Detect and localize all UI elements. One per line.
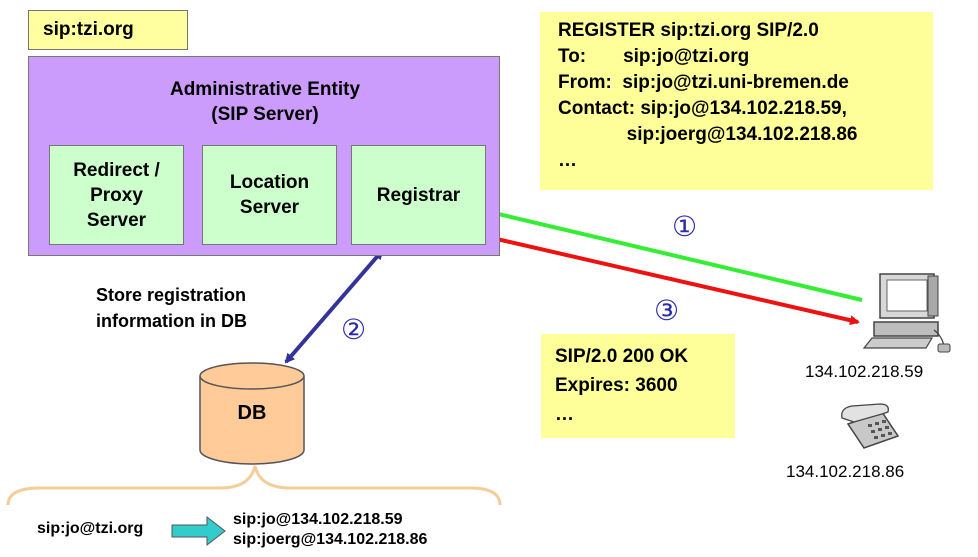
location-line1: Location bbox=[229, 172, 310, 193]
location-line2: Server bbox=[239, 197, 300, 218]
admin-title-line2: (SIP Server) bbox=[211, 104, 319, 125]
administrative-entity: Administrative Entity (SIP Server) Redir… bbox=[28, 56, 500, 256]
store-note-line2: information in DB bbox=[96, 311, 247, 331]
register-line: To: sip:jo@tzi.org bbox=[558, 46, 750, 67]
proxy-line3: Server bbox=[86, 209, 147, 231]
mapping-source: sip:jo@tzi.org bbox=[37, 520, 144, 537]
ok-line: … bbox=[555, 404, 574, 425]
db-label: DB bbox=[237, 402, 267, 424]
phone-ip: 134.102.218.86 bbox=[786, 462, 905, 481]
proxy-line1: Redirect / bbox=[73, 159, 160, 181]
mapping-target: sip:jo@134.102.218.59 bbox=[233, 511, 403, 528]
step-3-marker: ③ bbox=[654, 295, 680, 326]
computer-ip: 134.102.218.59 bbox=[805, 362, 924, 381]
domain-label: sip:tzi.org bbox=[28, 10, 188, 50]
mapping-brace bbox=[6, 465, 502, 506]
mapping-targets: sip:jo@134.102.218.59 sip:joerg@134.102.… bbox=[233, 510, 427, 550]
ok-line: SIP/2.0 200 OK bbox=[555, 346, 689, 367]
registrar-box: Registrar bbox=[351, 145, 486, 245]
ok-message: SIP/2.0 200 OK Expires: 3600 … bbox=[541, 334, 735, 438]
register-line: REGISTER sip:tzi.org SIP/2.0 bbox=[558, 20, 819, 41]
mapping-arrow bbox=[171, 515, 226, 547]
location-server-box: Location Server bbox=[202, 145, 337, 245]
mapping-target: sip:joerg@134.102.218.86 bbox=[233, 531, 428, 548]
register-line: … bbox=[558, 150, 577, 171]
ok-line: Expires: 3600 bbox=[555, 375, 678, 396]
step-1-marker: ① bbox=[672, 211, 698, 242]
computer-icon bbox=[862, 273, 951, 353]
response-arrow bbox=[487, 235, 860, 326]
database-icon bbox=[199, 362, 305, 465]
store-note-line1: Store registration bbox=[96, 285, 247, 305]
store-note: Store registration information in DB bbox=[96, 282, 247, 334]
proxy-line2: Proxy bbox=[90, 184, 143, 206]
register-message: REGISTER sip:tzi.org SIP/2.0 To: sip:jo@… bbox=[540, 12, 933, 190]
db-arrow bbox=[284, 249, 384, 364]
register-line: From: sip:jo@tzi.uni-bremen.de bbox=[558, 72, 849, 93]
register-line: Contact: sip:jo@134.102.218.59, bbox=[558, 98, 847, 119]
step-2-marker: ② bbox=[341, 314, 367, 345]
register-line: sip:joerg@134.102.218.86 bbox=[558, 124, 858, 145]
admin-title-line1: Administrative Entity bbox=[169, 79, 361, 100]
request-arrow bbox=[488, 208, 863, 302]
registrar-label: Registrar bbox=[376, 184, 461, 206]
phone-icon bbox=[841, 403, 900, 449]
proxy-server-box: Redirect / Proxy Server bbox=[49, 145, 184, 245]
admin-title: Administrative Entity (SIP Server) bbox=[29, 77, 501, 127]
